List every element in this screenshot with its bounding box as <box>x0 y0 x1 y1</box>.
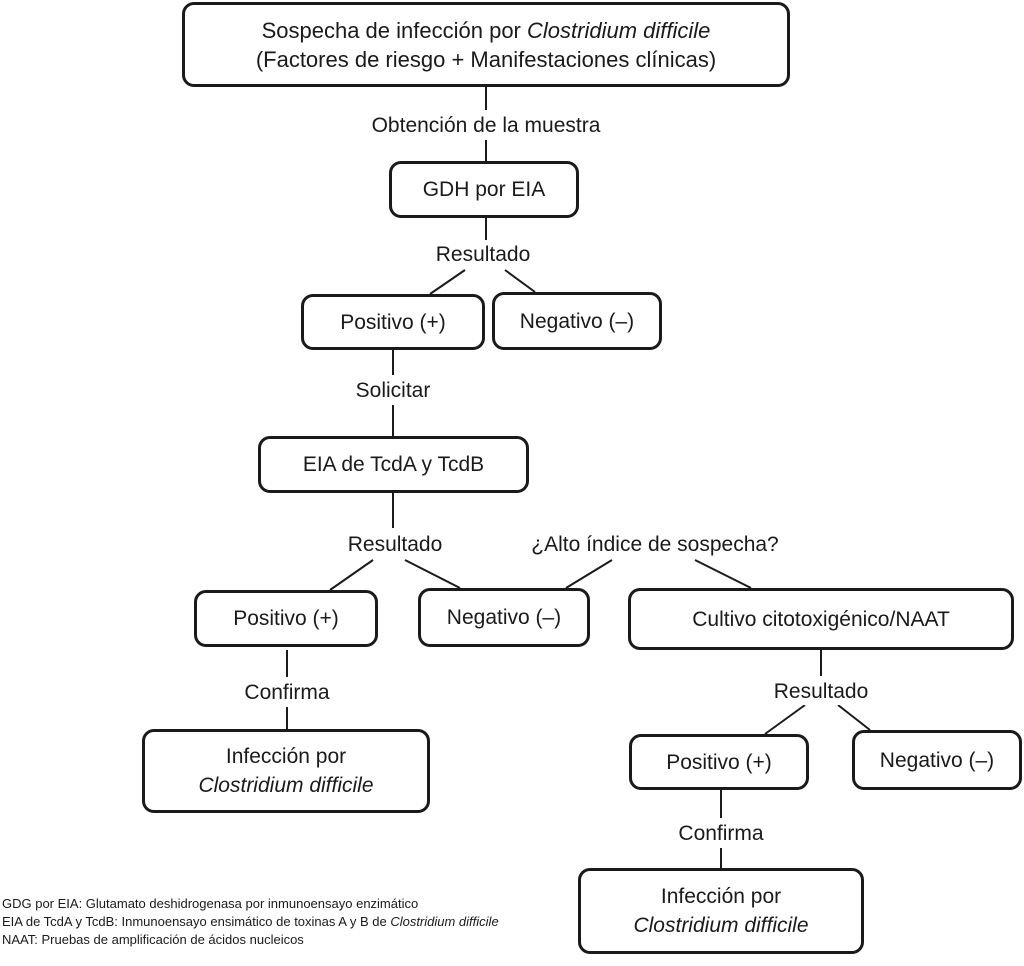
connector-culture-result-negative <box>837 704 871 731</box>
connector-suspicion-negative <box>565 559 613 589</box>
label-result-gdh: Resultado <box>433 242 533 268</box>
label-high-suspicion: ¿Alto índice de sospecha? <box>529 532 781 558</box>
legend-eia: EIA de TcdA y TcdB: Inmunoensayo ensimát… <box>2 913 499 931</box>
label-confirm-left: Confirma <box>242 680 332 706</box>
infection-left-node: Infección por Clostridium difficile <box>142 729 430 813</box>
infection-left-organism: Clostridium difficile <box>198 774 374 797</box>
connector-eia-result-positive <box>329 559 374 591</box>
eia-negative-node: Negativo (–) <box>418 588 590 647</box>
label-result-eia: Resultado <box>345 532 445 558</box>
suspicion-node: Sospecha de infección por Clostridium di… <box>182 2 790 87</box>
connector-eia-result-negative <box>404 559 461 589</box>
label-request: Solicitar <box>353 378 433 404</box>
culture-node: Cultivo citotoxigénico/NAAT <box>628 588 1014 650</box>
suspicion-line1-prefix: Sospecha de infección por <box>261 17 527 43</box>
gdh-negative-node: Negativo (–) <box>492 292 662 350</box>
culture-negative-node: Negativo (–) <box>852 730 1022 790</box>
legend-gdg: GDG por EIA: Glutamato deshidrogenasa po… <box>2 896 419 911</box>
legend-naat: NAAT: Pruebas de amplificación de ácidos… <box>2 932 304 947</box>
gdh-node: GDH por EIA <box>389 161 579 218</box>
eia-toxins-node: EIA de TcdA y TcdB <box>258 436 529 493</box>
infection-right-node: Infección por Clostridium difficile <box>578 868 864 954</box>
infection-left-line1: Infección por <box>225 745 347 768</box>
gdh-positive-node: Positivo (+) <box>301 294 485 350</box>
label-confirm-right: Confirma <box>676 821 766 847</box>
suspicion-line2: (Factores de riesgo + Manifestaciones cl… <box>255 46 717 72</box>
connector-suspicion-culture <box>694 559 752 589</box>
abbreviation-legend: GDG por EIA: Glutamato deshidrogenasa po… <box>2 895 499 949</box>
label-result-culture: Resultado <box>771 679 871 705</box>
legend-eia-organism: Clostridium difficile <box>390 914 499 929</box>
suspicion-organism: Clostridium difficile <box>527 17 711 43</box>
connector-culture-result-positive <box>764 704 806 735</box>
label-sample: Obtención de la muestra <box>369 113 603 139</box>
connector-result-negative <box>504 269 536 293</box>
infection-right-line1: Infección por <box>660 885 782 908</box>
legend-eia-prefix: EIA de TcdA y TcdB: Inmunoensayo ensimát… <box>2 914 391 929</box>
infection-right-organism: Clostridium difficile <box>633 914 809 937</box>
eia-positive-node: Positivo (+) <box>194 590 378 647</box>
culture-positive-node: Positivo (+) <box>629 734 809 790</box>
connector-result-positive <box>429 269 466 295</box>
